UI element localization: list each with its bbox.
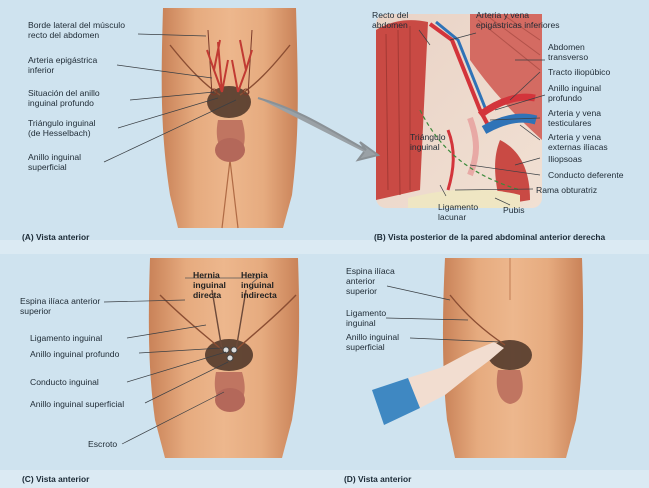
label-recto: Recto del abdomen <box>372 10 408 30</box>
label-anillo-superficial-d: Anillo inguinal superficial <box>346 332 399 352</box>
label-escroto: Escroto <box>88 439 117 449</box>
label-abdomen-transverso: Abdomen transverso <box>548 42 588 62</box>
label-tracto-iliopubico: Tracto iliopúbico <box>548 67 610 77</box>
label-conducto-inguinal-c: Conducto inguinal <box>30 377 99 387</box>
caption-panel-c: (C) Vista anterior <box>22 474 89 484</box>
label-iliopsoas: Iliopsoas <box>548 154 582 164</box>
label-testiculares: Arteria y vena testiculares <box>548 108 601 128</box>
label-triangulo-inguinal: Triángulo inguinal (de Hesselbach) <box>28 118 96 138</box>
label-ligamento-inguinal-c: Ligamento inguinal <box>30 333 102 343</box>
caption-panel-d: (D) Vista anterior <box>344 474 411 484</box>
caption-panel-b: (B) Vista posterior de la pared abdomina… <box>374 232 605 242</box>
panel-a-torso <box>162 8 298 228</box>
panel-b-dissection <box>376 14 542 208</box>
label-situacion-anillo: Situación del anillo inguinal profundo <box>28 88 100 108</box>
label-triangulo-inguinal-b: Triángulo inguinal <box>410 132 446 152</box>
label-pubis: Pubis <box>503 205 525 215</box>
label-borde-lateral: Borde lateral del músculo recto del abdo… <box>28 20 125 40</box>
label-anillo-superficial: Anillo inguinal superficial <box>28 152 81 172</box>
label-ligamento-lacunar: Ligamento lacunar <box>438 202 478 222</box>
label-hernia-directa: Hernia inguinal directa <box>193 270 226 300</box>
label-espina-iliaca-c: Espina ilíaca anterior superior <box>20 296 100 316</box>
label-rama-obturatriz: Rama obturatriz <box>536 185 597 195</box>
label-conducto-deferente: Conducto deferente <box>548 170 624 180</box>
label-arteria-epigastrica: Arteria epigástrica inferior <box>28 55 97 75</box>
label-espina-iliaca-d: Espina ilíaca anterior superior <box>346 266 395 296</box>
panel-d-torso <box>372 258 583 458</box>
label-iliacas: Arteria y vena externas ilíacas <box>548 132 608 152</box>
label-anillo-superficial-c: Anillo inguinal superficial <box>30 399 124 409</box>
caption-panel-a: (A) Vista anterior <box>22 232 89 242</box>
label-hernia-indirecta: Hernia inguinal indirecta <box>241 270 277 300</box>
label-ligamento-inguinal-d: Ligamento inguinal <box>346 308 386 328</box>
label-anillo-profundo-c: Anillo inguinal profundo <box>30 349 119 359</box>
label-arteria-vena-epigastricas: Arteria y vena epigástricas inferiores <box>476 10 560 30</box>
label-anillo-inguinal-profundo: Anillo inguinal profundo <box>548 83 601 103</box>
